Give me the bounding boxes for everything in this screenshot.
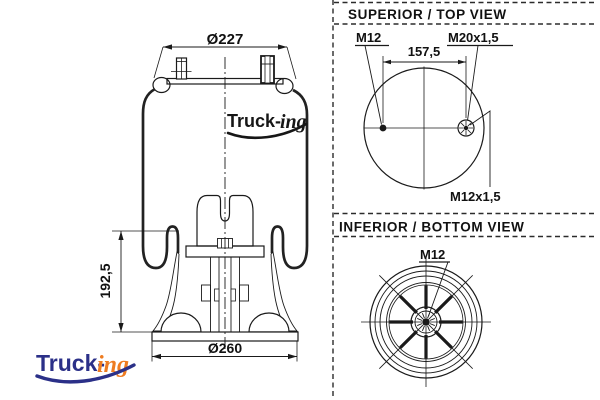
dim-stud-spacing: 157,5 [382,44,467,123]
label-m12x15-text: M12x1,5 [450,189,501,204]
dim-diameter-top-text: Ø227 [207,31,244,48]
dim-diameter-bottom: Ø260 [151,340,298,362]
panel-border [332,0,597,398]
wheel-spokes [389,285,463,359]
footer-logo-swoosh [35,363,136,384]
dim-stud-spacing-text: 157,5 [408,44,441,59]
label-m12x15: M12x1,5 [450,110,501,204]
footer-logo-bold: Truck- [36,350,105,376]
watermark-logo: Truck- ing [226,111,308,140]
stud-left-marker [379,124,387,132]
watermark-logo-swoosh [226,122,308,140]
bellow-wall-left [141,87,180,270]
label-m12-bottom-text: M12 [420,247,445,262]
dim-diameter-top: Ø227 [153,31,297,80]
base-arch-left [160,312,202,333]
dim-diameter-bottom-text: Ø260 [208,340,242,356]
label-m12-bottom: M12 [419,247,450,317]
bottom-view-panel: INFERIOR / BOTTOM VIEW M12 [339,220,524,387]
label-m20-text: M20x1,5 [448,30,499,45]
label-m12-top: M12 [355,30,389,125]
label-m12-top-text: M12 [356,30,381,45]
dim-height-text: 192,5 [97,263,113,298]
stud-right-marker [457,119,475,137]
watermark-logo-bold: Truck- [227,111,281,131]
bead-ring-right [275,77,294,95]
base-arch-right [248,312,290,333]
bead-ring-left [152,76,171,94]
bellow-wall-right [270,88,309,270]
stud-right-m20 [260,55,275,84]
dim-height: 192,5 [97,230,179,333]
label-m20: M20x1,5 [447,30,513,121]
top-view-title: SUPERIOR / TOP VIEW [348,7,507,22]
bottom-view-title: INFERIOR / BOTTOM VIEW [339,220,524,235]
section-view: Truck- ing Ø227 192,5 [97,31,309,362]
bottom-view-wheel [361,257,491,387]
top-view-panel: SUPERIOR / TOP VIEW 157,5 M12 M20x1,5 [348,7,513,204]
stud-left-m12 [171,57,192,80]
footer-logo: Truck- ing [35,350,136,384]
